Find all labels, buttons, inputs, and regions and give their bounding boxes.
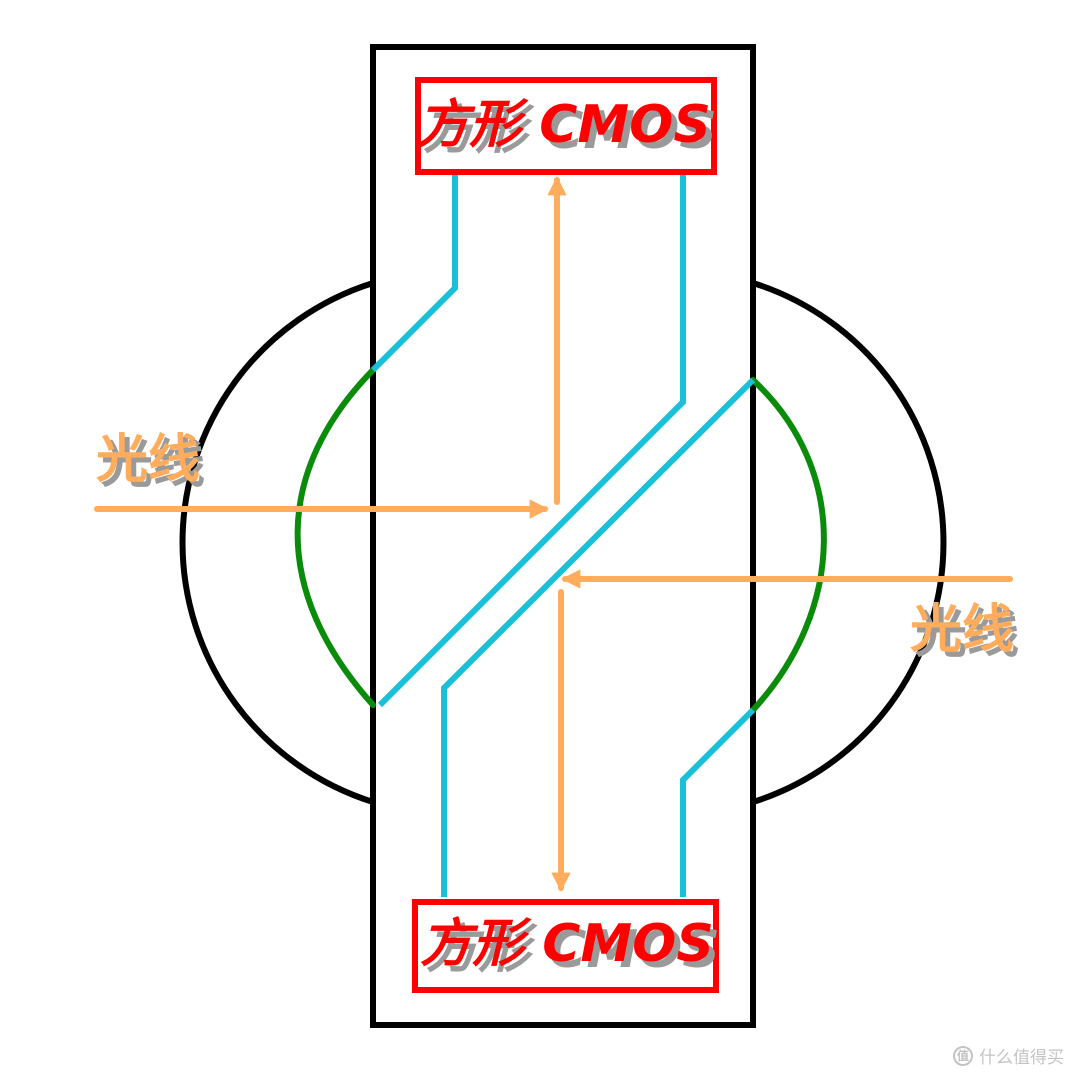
light-label-right: 光线: [910, 600, 1014, 660]
watermark: 值 什么值得买: [953, 1043, 1064, 1068]
optical-path-bottom-left: [441, 377, 756, 897]
lens-curve-right: [750, 377, 827, 713]
optical-path-top-right: [377, 175, 686, 708]
sensor-body-frame: [370, 44, 756, 1028]
cmos-label-bottom: 方形 CMOS: [420, 914, 714, 974]
cmos-sensor-top: 方形 CMOS 方形 CMOS: [415, 77, 717, 175]
optical-path-top-left: [370, 175, 458, 373]
cmos-label-top: 方形 CMOS: [417, 95, 711, 155]
cmos-sensor-bottom: 方形 CMOS 方形 CMOS: [412, 899, 720, 993]
light-label-right-shadow: 光线: [915, 605, 1019, 665]
watermark-text: 什么值得买: [979, 1048, 1064, 1068]
light-label-left: 光线: [96, 430, 200, 490]
lens-curve-left: [294, 367, 376, 708]
light-label-left-shadow: 光线: [101, 435, 205, 495]
housing-arc-right: [752, 280, 947, 805]
cmos-label-bottom-shadow: 方形 CMOS: [426, 920, 720, 980]
optical-path-bottom-right: [680, 707, 756, 897]
housing-arc-left: [179, 280, 374, 805]
watermark-logo-icon: 值: [953, 1045, 973, 1066]
cmos-label-top-shadow: 方形 CMOS: [423, 101, 717, 161]
